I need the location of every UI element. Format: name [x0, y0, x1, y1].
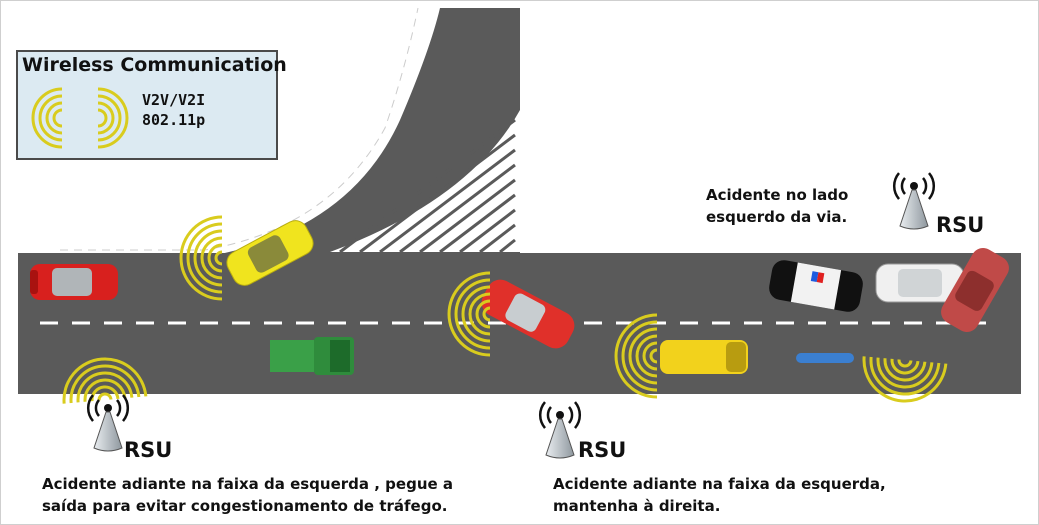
- red-car: [30, 264, 118, 300]
- message-left: Acidente adiante na faixa da esquerda , …: [42, 473, 453, 517]
- yellow-car-ramp: [226, 220, 314, 286]
- message-right-line2: esquerdo da via.: [706, 208, 848, 226]
- legend-protocol-line1: V2V/V2I: [142, 91, 206, 109]
- rsu-left-label: RSU: [124, 438, 173, 462]
- green-truck: [270, 337, 354, 375]
- red-car-middle: [481, 279, 575, 349]
- legend-wave-icon: [31, 87, 129, 149]
- legend-title: Wireless Communication: [22, 54, 287, 76]
- white-car: [875, 263, 965, 303]
- rsu-right-icon: [892, 171, 936, 231]
- message-middle-line2: mantenha à direita.: [553, 497, 721, 515]
- yellow-van: [660, 340, 748, 374]
- message-right: Acidente no lado esquerdo da via.: [706, 184, 848, 228]
- exit-ramp: [18, 7, 520, 256]
- message-left-line2: saída para evitar congestionamento de tr…: [42, 497, 448, 515]
- message-right-line1: Acidente no lado: [706, 186, 849, 204]
- crashed-red-car: [941, 248, 1009, 332]
- legend-box: Wireless Communication V2V/V2I 802.11p: [16, 50, 287, 160]
- rsu-right-label: RSU: [936, 213, 985, 237]
- rsu-middle-label: RSU: [578, 438, 627, 462]
- blue-motorbike: [796, 353, 854, 363]
- legend-protocol: V2V/V2I 802.11p: [142, 90, 205, 130]
- police-car: [769, 260, 863, 312]
- rsu-middle-icon: [538, 400, 582, 460]
- legend-protocol-line2: 802.11p: [142, 111, 206, 129]
- message-left-line1: Acidente adiante na faixa da esquerda , …: [42, 475, 454, 493]
- message-middle: Acidente adiante na faixa da esquerda, m…: [553, 473, 886, 517]
- message-middle-line1: Acidente adiante na faixa da esquerda,: [553, 475, 886, 493]
- rsu-left-icon: [86, 393, 130, 453]
